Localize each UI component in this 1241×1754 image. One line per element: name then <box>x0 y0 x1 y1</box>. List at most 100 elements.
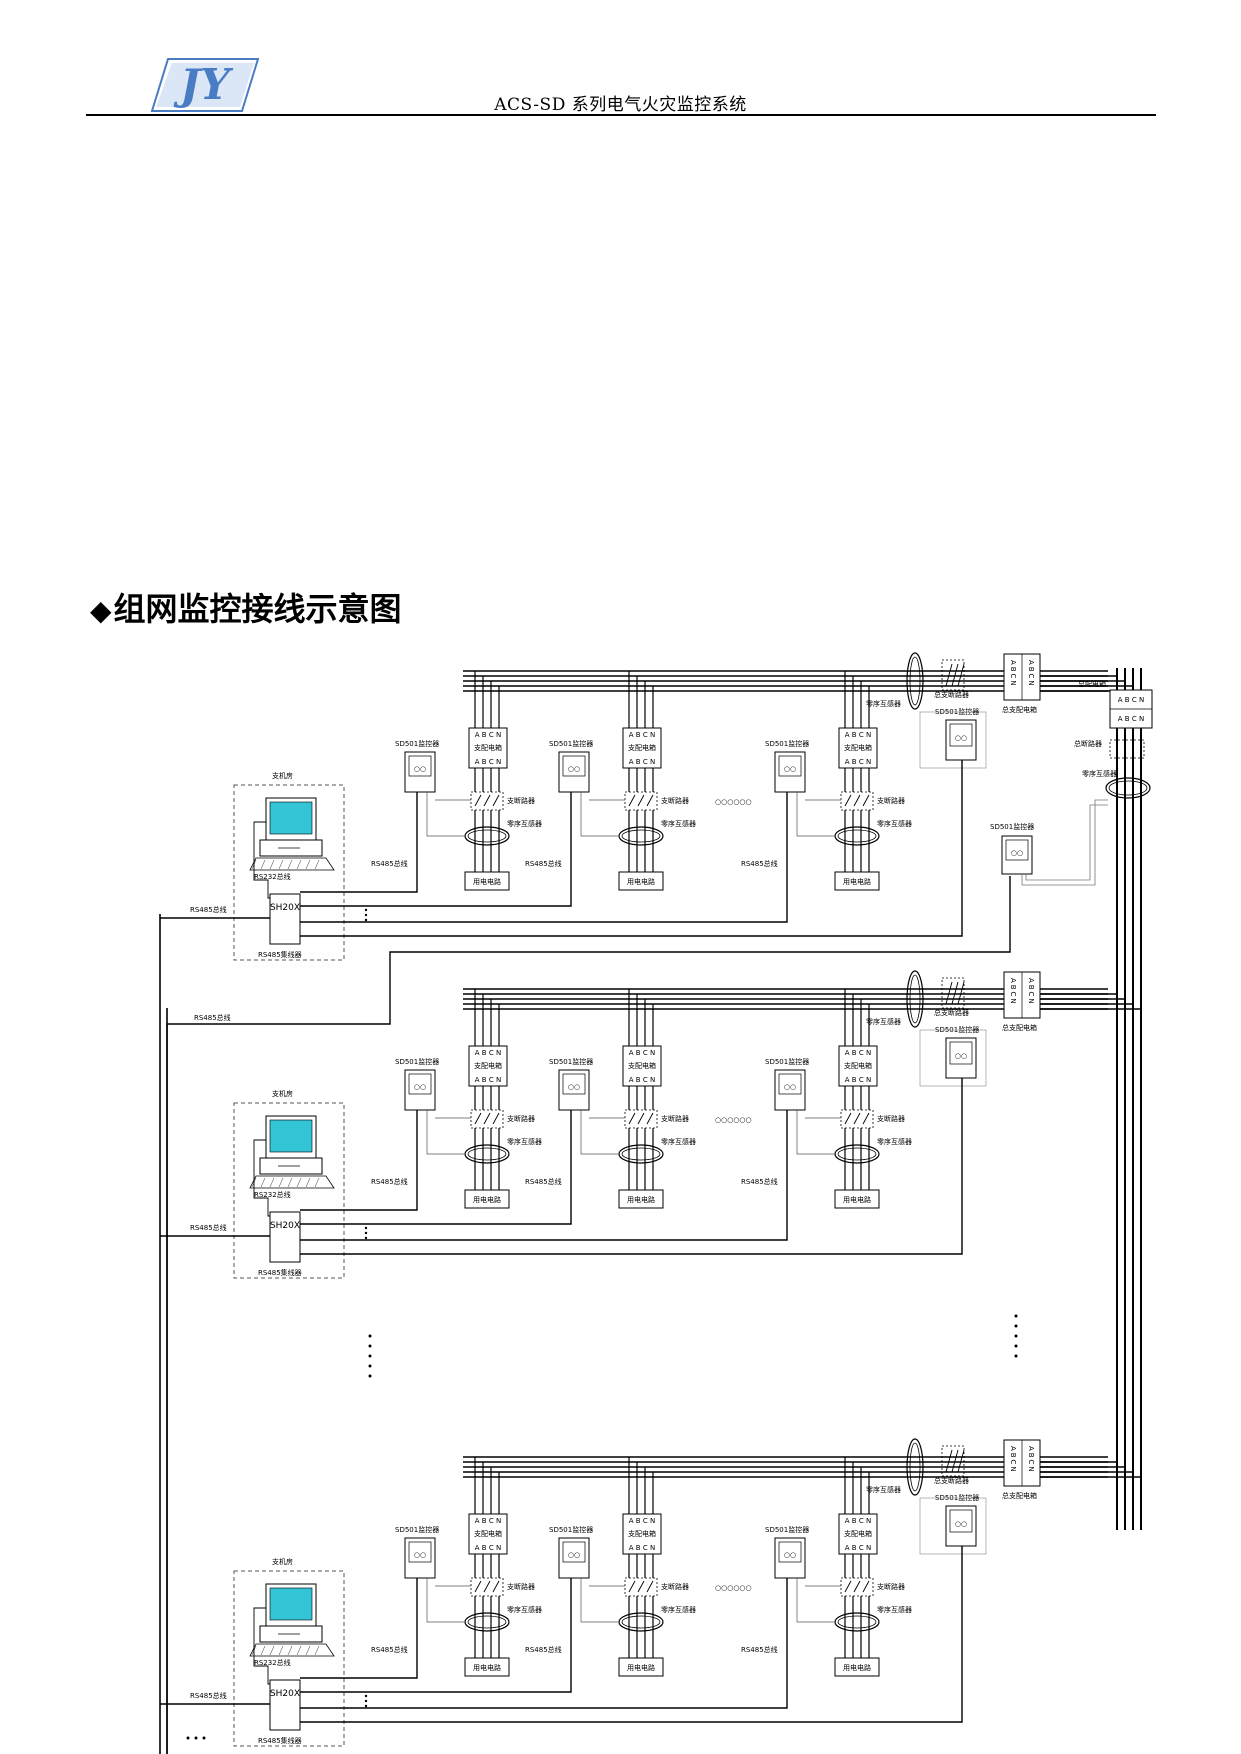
section-title-text: 组网监控接线示意图 <box>113 590 402 628</box>
branch-ct-label: 零序互感器 <box>507 1605 542 1614</box>
main-branch-monitor-screen: ○○ <box>955 1520 967 1528</box>
branch-rs485-label: RS485总线 <box>741 859 778 868</box>
main-branch-breaker <box>941 659 965 691</box>
continuation-dots <box>186 1314 1018 1740</box>
branch-rs485-label: RS485总线 <box>741 1645 778 1654</box>
diamond-bullet-icon: ◆ <box>90 594 112 627</box>
sd501-monitor <box>404 1537 436 1579</box>
branch-box-label: 支配电箱 <box>628 1529 656 1538</box>
monitor-screen: ○○ <box>784 1551 796 1559</box>
branch-phase-top: A B C N <box>845 731 871 739</box>
branch-phase-bottom: A B C N <box>475 1076 501 1084</box>
room-label: 支机房 <box>272 1557 293 1566</box>
rs485-hub <box>269 893 301 945</box>
main-panel-phase-top: A B C N <box>1118 696 1144 704</box>
branch-ct-label: 零序互感器 <box>877 1137 912 1146</box>
master-monitor-label: SD501监控器 <box>990 822 1034 831</box>
branch-ct-label: 零序互感器 <box>661 1605 696 1614</box>
branch-phase-top: A B C N <box>629 1049 655 1057</box>
branch-phase-bottom: A B C N <box>845 1076 871 1084</box>
branch-rs485-label: RS485总线 <box>525 1645 562 1654</box>
hub-label: SH20X <box>270 903 300 913</box>
monitor-label: SD501监控器 <box>395 1057 439 1066</box>
load-box <box>464 1657 510 1677</box>
main-branch-phase-left: ABCN <box>1009 978 1017 1006</box>
branch-rs485-label: RS485总线 <box>371 859 408 868</box>
left-rs485-label: RS485总线 <box>190 1223 227 1232</box>
hub-caption: RS485集线器 <box>258 950 302 959</box>
main-branch-breaker <box>941 977 965 1009</box>
branch-box <box>838 1045 878 1087</box>
branch-phase-top: A B C N <box>845 1049 871 1057</box>
branch-breaker-label: 支断路器 <box>877 1582 905 1591</box>
branch-box-label: 支配电箱 <box>474 743 502 752</box>
load-box <box>834 1657 880 1677</box>
load-label: 用电电路 <box>473 1195 501 1204</box>
load-box <box>834 871 880 891</box>
load-label: 用电电路 <box>627 877 655 886</box>
section-title: ◆组网监控接线示意图 <box>90 584 402 630</box>
rs485-hub <box>269 1211 301 1263</box>
monitor-screen: ○○ <box>568 765 580 773</box>
sd501-monitor <box>404 751 436 793</box>
branch-phase-top: A B C N <box>475 1517 501 1525</box>
more-branches-dots: ○○○○○○ <box>715 1584 752 1592</box>
branch-box-label: 支配电箱 <box>844 1529 872 1538</box>
branch-box <box>622 1513 662 1555</box>
branch-phase-top: A B C N <box>629 731 655 739</box>
branch-breaker-label: 支断路器 <box>877 1114 905 1123</box>
branch-ct-label: 零序互感器 <box>877 819 912 828</box>
main-panel-label: 总配电箱 <box>1078 679 1106 688</box>
branch-phase-top: A B C N <box>629 1517 655 1525</box>
branch-rs485-label: RS485总线 <box>525 859 562 868</box>
keyboard-icon <box>249 857 335 871</box>
branch-box <box>468 727 508 769</box>
branch-box-label: 支配电箱 <box>628 743 656 752</box>
hub-label: SH20X <box>270 1689 300 1699</box>
branch-breaker-label: 支断路器 <box>507 796 535 805</box>
branch-phase-bottom: A B C N <box>475 1544 501 1552</box>
master-ct-label: 零序互感器 <box>1082 769 1117 778</box>
branch-box <box>622 1045 662 1087</box>
main-branch-box-label: 总支配电箱 <box>1002 1023 1037 1032</box>
load-box <box>834 1189 880 1209</box>
monitor-label: SD501监控器 <box>765 1057 809 1066</box>
master-monitor-screen: ○○ <box>1011 849 1023 857</box>
monitor-screen: ○○ <box>414 1551 426 1559</box>
monitor-label: SD501监控器 <box>549 1525 593 1534</box>
hub-caption: RS485集线器 <box>258 1268 302 1277</box>
branch-ct-label: 零序互感器 <box>661 1137 696 1146</box>
monitor-label: SD501监控器 <box>395 1525 439 1534</box>
branch-phase-top: A B C N <box>845 1517 871 1525</box>
monitor-label: SD501监控器 <box>549 1057 593 1066</box>
monitor-label: SD501监控器 <box>765 1525 809 1534</box>
monitor-screen: ○○ <box>568 1551 580 1559</box>
sd501-monitor <box>558 751 590 793</box>
main-ct-ring <box>906 1438 924 1496</box>
main-branch-phase-left: ABCN <box>1009 660 1017 688</box>
branch-box-label: 支配电箱 <box>474 1529 502 1538</box>
rs232-label: RS232总线 <box>254 1190 291 1199</box>
main-distribution-panel: A B C N A B C N 总配电箱 总断路器 零序互感器 SD501监控器… <box>990 668 1153 886</box>
inter-section-rs485-label: RS485总线 <box>194 1013 231 1022</box>
main-branch-monitor-screen: ○○ <box>955 734 967 742</box>
branch-box-label: 支配电箱 <box>474 1061 502 1070</box>
branch-rs485-label: RS485总线 <box>741 1177 778 1186</box>
main-branch-monitor-label: SD501监控器 <box>935 1493 979 1502</box>
load-label: 用电电路 <box>627 1663 655 1672</box>
branch-box-label: 支配电箱 <box>844 1061 872 1070</box>
header-rule <box>86 114 1156 116</box>
hub-caption: RS485集线器 <box>258 1736 302 1745</box>
monitor-screen: ○○ <box>568 1083 580 1091</box>
monitor-screen: ○○ <box>414 765 426 773</box>
load-label: 用电电路 <box>843 877 871 886</box>
room-boundary <box>233 1570 345 1747</box>
load-box <box>464 1189 510 1209</box>
sd501-monitor <box>774 751 806 793</box>
